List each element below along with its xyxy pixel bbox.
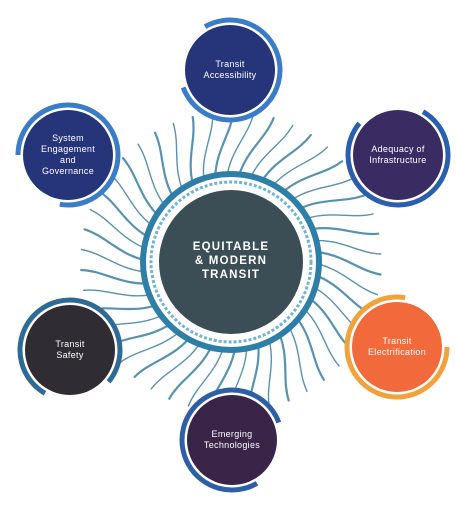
node-label-emerging-technologies: Emerging Technologies: [203, 428, 261, 450]
hub-inner-ring: [149, 180, 313, 344]
node-transit-accessibility: [177, 17, 283, 123]
node-fill: [352, 302, 442, 392]
node-emerging-technologies: [179, 387, 285, 493]
hub: [140, 171, 322, 353]
node-transit-safety: [17, 297, 123, 403]
hub-label: EQUITABLE & MODERN TRANSIT: [192, 241, 270, 281]
node-system-engagement-and-governance: [15, 102, 121, 208]
node-fill: [353, 110, 443, 200]
node-fill: [23, 110, 113, 200]
node-transit-electrification: [344, 294, 450, 400]
node-label-adequacy-of-infrastructure: Adequacy of Infrastructure: [369, 143, 427, 165]
hub-core: [159, 190, 303, 334]
node-fill: [25, 305, 115, 395]
node-label-transit-accessibility: Transit Accessibility: [203, 58, 257, 80]
node-fill: [187, 395, 277, 485]
node-label-system-engagement-and-governance: System Engagement and Governance: [40, 132, 96, 177]
node-label-transit-electrification: Transit Electrification: [367, 335, 427, 357]
node-adequacy-of-infrastructure: [345, 102, 451, 208]
node-label-transit-safety: Transit Safety: [55, 338, 85, 360]
node-fill: [185, 25, 275, 115]
